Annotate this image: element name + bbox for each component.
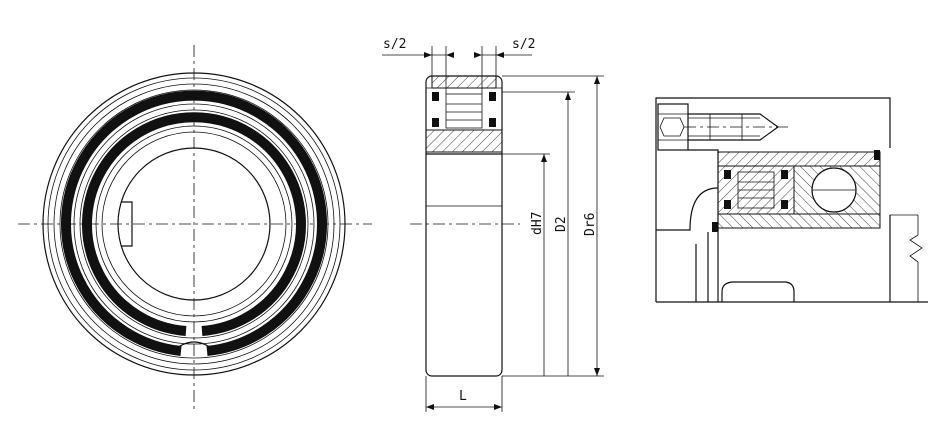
bolt-head bbox=[657, 103, 689, 151]
side-view: s/2 s/2 dH7 D2 Dr6 L bbox=[382, 37, 604, 412]
inner-diameter-label: D2 bbox=[554, 216, 569, 232]
s-half-left-label: s/2 bbox=[383, 37, 406, 52]
outer-ring-edge bbox=[42, 72, 346, 376]
cage-inner-edge bbox=[79, 109, 309, 339]
spring-clip bbox=[171, 341, 217, 353]
outer-ring-chamfer bbox=[47, 77, 341, 371]
keyway bbox=[121, 201, 133, 247]
bore-circle bbox=[117, 147, 271, 301]
length-label: L bbox=[459, 389, 467, 404]
inner-seal-ring bbox=[82, 112, 306, 336]
inner-ring-outer-edge bbox=[95, 125, 293, 323]
length-dimension bbox=[425, 376, 503, 412]
shaft-key-slot bbox=[721, 281, 795, 302]
assembly-view bbox=[655, 97, 928, 303]
bore-label: dH7 bbox=[530, 212, 545, 235]
side-top-section bbox=[425, 75, 503, 153]
outer-ring-inner-edge bbox=[53, 83, 335, 365]
cage-outer-edge bbox=[73, 103, 315, 345]
housing-outline bbox=[655, 97, 891, 302]
inner-ring-step bbox=[101, 131, 287, 317]
outer-seal-ring bbox=[61, 90, 327, 356]
diameter-dimensions bbox=[502, 75, 604, 377]
s-half-dimension bbox=[382, 46, 532, 94]
outer-ring-groove bbox=[59, 89, 329, 359]
s-half-right-label: s/2 bbox=[512, 37, 535, 52]
front-view bbox=[18, 45, 372, 410]
outer-diameter-label: Dr6 bbox=[583, 213, 598, 236]
shaft-break bbox=[909, 215, 923, 302]
